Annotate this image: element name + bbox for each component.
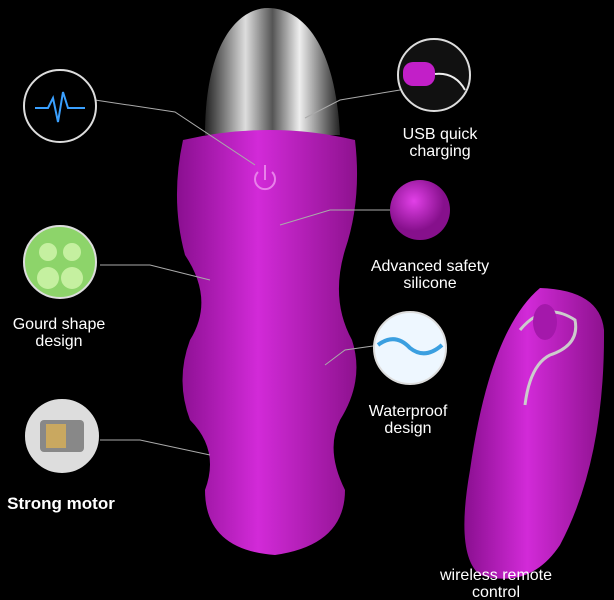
power-icon — [254, 165, 276, 191]
label-line: design — [35, 333, 83, 350]
egg-body — [176, 130, 358, 555]
silicone-ball-icon — [390, 180, 450, 240]
feature-strong-motor: Strong motor — [7, 494, 115, 513]
label-line: Waterproof — [368, 403, 448, 420]
label-line: Gourd shape — [12, 316, 106, 333]
water-splash-icon — [373, 311, 447, 385]
heartbeat-icon — [23, 69, 97, 143]
feature-usb-charging: USB quick charging — [380, 126, 500, 160]
leader-lines — [94, 89, 401, 456]
label-line: control — [471, 584, 521, 600]
label-line: Advanced safety — [370, 258, 490, 275]
feature-wireless-remote: wireless remote control — [426, 567, 566, 600]
gourd-icon — [23, 225, 97, 299]
label-line: USB quick — [402, 126, 478, 143]
feature-waterproof: Waterproof design — [348, 403, 468, 437]
metal-cap — [205, 8, 340, 135]
label-line: design — [384, 420, 432, 437]
feature-silicone: Advanced safety silicone — [360, 258, 500, 292]
usb-charging-icon — [397, 38, 471, 112]
feature-gourd-shape: Gourd shape design — [0, 316, 118, 350]
remote-body — [464, 288, 605, 579]
label-line: wireless remote — [439, 567, 553, 584]
motor-icon — [25, 399, 99, 473]
label-line: charging — [409, 143, 471, 160]
label-line: silicone — [403, 275, 457, 292]
